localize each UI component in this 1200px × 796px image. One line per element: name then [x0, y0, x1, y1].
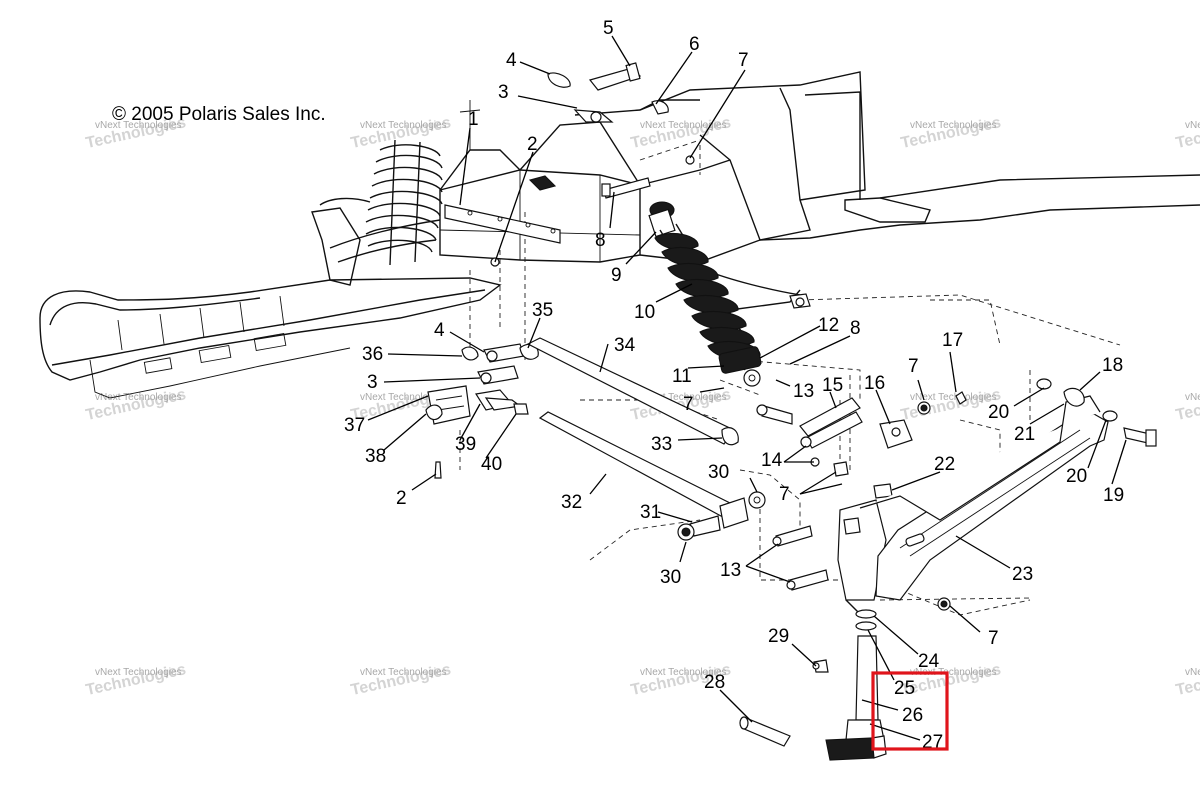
callout-7: 7	[738, 50, 749, 71]
callout-15: 15	[822, 375, 843, 396]
callout-5: 5	[603, 18, 614, 39]
callout-7: 7	[988, 628, 999, 649]
callout-19: 19	[1103, 485, 1124, 506]
callout-8: 8	[595, 230, 606, 251]
dashed-guides	[459, 139, 1121, 616]
left-spring	[365, 139, 443, 266]
callout-33: 33	[651, 434, 672, 455]
lower-parts	[739, 662, 820, 747]
highlight-box	[871, 671, 949, 751]
callout-12: 12	[818, 315, 839, 336]
callout-8: 8	[850, 318, 861, 339]
a-arm	[859, 378, 1157, 611]
callout-23: 23	[1012, 564, 1033, 585]
watermark-text: vNext Technologies	[640, 120, 727, 131]
watermark-text: vNext Technologies	[360, 667, 447, 678]
callout-39: 39	[455, 434, 476, 455]
left-ski-assembly	[39, 197, 502, 399]
watermark-text: vNext Technologies	[95, 667, 182, 678]
watermark-text: vNext Technologies	[640, 667, 727, 678]
chassis-frame	[439, 71, 1200, 311]
callout-2: 2	[396, 488, 407, 509]
callout-35: 35	[532, 300, 553, 321]
leader-lines	[367, 35, 1127, 741]
upper-fasteners	[444, 62, 811, 309]
callout-18: 18	[1102, 355, 1123, 376]
callout-24: 24	[918, 651, 940, 672]
callout-21: 21	[1014, 424, 1035, 445]
callout-7: 7	[683, 394, 694, 415]
callout-7: 7	[779, 484, 790, 505]
rear-linkage	[425, 343, 539, 479]
watermark-text: vNext Technologies	[1185, 120, 1200, 131]
spindle-assembly	[756, 397, 913, 761]
callout-4: 4	[434, 320, 445, 341]
watermark-text: vNext Technologies	[95, 392, 182, 403]
callout-9: 9	[611, 265, 622, 286]
callout-14: 14	[761, 450, 783, 471]
callout-6: 6	[689, 34, 700, 55]
callout-20: 20	[1066, 466, 1087, 487]
callout-4: 4	[506, 50, 517, 71]
callout-11: 11	[672, 366, 692, 387]
callout-31: 31	[640, 502, 661, 523]
callout-30: 30	[708, 462, 729, 483]
callout-28: 28	[704, 672, 725, 693]
callout-37: 37	[344, 415, 365, 436]
callout-30: 30	[660, 567, 681, 588]
watermark-text: vNext Technologies	[910, 120, 997, 131]
watermark-text: vNext Technologies	[1185, 667, 1200, 678]
callout-13: 13	[793, 381, 814, 402]
callout-13: 13	[720, 560, 741, 581]
callout-25: 25	[894, 678, 915, 699]
watermark-text: vNext Technologies	[910, 667, 997, 678]
watermark-text: vNext Technologies	[910, 392, 997, 403]
callout-3: 3	[367, 372, 378, 393]
callout-3: 3	[498, 82, 509, 103]
callout-34: 34	[614, 335, 636, 356]
callout-1: 1	[468, 109, 479, 130]
watermark-text: vNext Technologies	[360, 120, 447, 131]
watermark-text: vNext Technologies	[1185, 392, 1200, 403]
callout-20: 20	[988, 402, 1009, 423]
copyright-text: © 2005 Polaris Sales Inc.	[112, 104, 326, 125]
callout-26: 26	[902, 705, 923, 726]
callout-17: 17	[942, 330, 963, 351]
callout-16: 16	[864, 373, 885, 394]
callout-32: 32	[561, 492, 582, 513]
callout-36: 36	[362, 344, 383, 365]
callout-10: 10	[634, 302, 655, 323]
callout-38: 38	[365, 446, 386, 467]
shock-absorber	[648, 201, 762, 387]
callout-40: 40	[481, 454, 502, 475]
watermark-text: vNext Technologies	[95, 120, 182, 131]
callout-labels: 1 2 2 3 3 4 4 5 6 7 7 7 7 7 8 8 9 10 11 …	[344, 18, 1124, 753]
callout-22: 22	[934, 454, 955, 475]
watermark-text: vNext Technologies	[640, 392, 727, 403]
torque-arms	[526, 337, 766, 541]
callout-2: 2	[527, 134, 538, 155]
callout-7: 7	[908, 356, 919, 377]
callout-29: 29	[768, 626, 789, 647]
watermark-text: vNext Technologies	[360, 392, 447, 403]
